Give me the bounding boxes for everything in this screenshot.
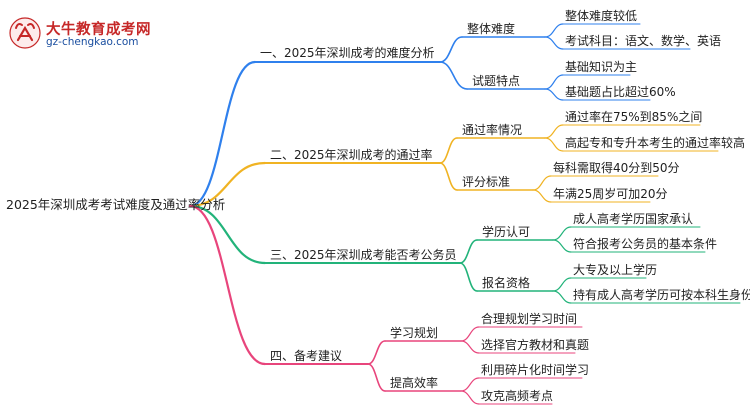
connector-branch-3-node-2-leaf-2: [552, 290, 572, 304]
connector-branch-3-node-1-leaf-2: [552, 239, 572, 253]
connector-branch-1-node-1-leaf-2: [544, 36, 564, 50]
root-node: 2025年深圳成考考试难度及通过率分析: [6, 197, 226, 212]
connector-branch-1-node-2: [439, 61, 468, 90]
branch-1-leaf-4: 基础题占比超过60%: [565, 85, 676, 99]
connector-branch-1-node-2-leaf-1: [544, 74, 564, 90]
branch-4-leaf-4: 攻克高频考点: [481, 389, 554, 403]
branch-3-node-1: 学历认可: [482, 225, 531, 239]
logo-title: 大牛教育成考网: [46, 22, 151, 38]
branch-4-leaf-2: 选择官方教材和真题: [481, 338, 590, 352]
connector-branch-1-node-1: [439, 36, 463, 63]
connector-branch-2-node-1: [439, 137, 458, 164]
branch-4-node-1: 学习规划: [390, 326, 439, 340]
connector-branch-3-node-2: [459, 262, 478, 292]
connector-branch-1-node-1-leaf-1: [544, 23, 564, 38]
branch-3-leaf-1: 成人高考学历国家承认: [573, 212, 694, 226]
branch-1-leaf-1: 整体难度较低: [565, 9, 638, 23]
connector-branch-4-node-1-leaf-1: [460, 326, 480, 342]
logo-url: gz-chengkao.com: [46, 36, 139, 48]
branch-4-leaf-3: 利用碎片化时间学习: [481, 363, 590, 377]
branch-2-leaf-2: 高起专和专升本考生的通过率较高: [565, 136, 746, 150]
bull-logo-icon: [9, 17, 41, 49]
branch-3-title: 三、2025年深圳成考能否考公务员: [270, 248, 457, 262]
connector-root-branch-4: [188, 204, 267, 366]
branch-2-node-1: 通过率情况: [462, 123, 523, 137]
connector-branch-3-node-1: [459, 239, 478, 264]
connector-root-branch-2: [188, 161, 267, 208]
branch-4-node-2: 提高效率: [390, 376, 439, 390]
branch-1-leaf-2: 考试科目：语文、数学、英语: [565, 34, 722, 48]
site-logo[interactable]: 大牛教育成考网 gz-chengkao.com: [8, 14, 178, 54]
connector-branch-3-node-2-leaf-1: [552, 277, 572, 292]
branch-2-node-2: 评分标准: [462, 175, 511, 189]
connector-branch-2-node-2: [439, 162, 458, 191]
branch-3-leaf-2: 符合报考公务员的基本条件: [573, 237, 718, 251]
branch-3-leaf-4: 持有成人高考学历可按本科生身份报名: [573, 288, 750, 302]
connector-branch-4-node-2-leaf-2: [460, 390, 480, 405]
branch-2-title: 二、2025年深圳成考的通过率: [270, 148, 433, 162]
connector-branch-3-node-1-leaf-1: [552, 226, 572, 241]
branch-1-node-2: 试题特点: [472, 74, 521, 88]
branch-2-leaf-1: 通过率在75%到85%之间: [565, 110, 703, 124]
connector-root-branch-1: [188, 60, 257, 208]
connector-branch-4-node-2: [367, 363, 386, 392]
branch-3-leaf-3: 大专及以上学历: [573, 263, 658, 277]
connector-branch-2-node-2-leaf-2: [532, 189, 552, 203]
branch-2-leaf-4: 年满25周岁可加20分: [553, 187, 668, 201]
branch-3-node-2: 报名资格: [482, 276, 531, 290]
branch-4-title: 四、备考建议: [270, 349, 343, 363]
branch-4-leaf-1: 合理规划学习时间: [481, 312, 578, 326]
connector-branch-2-node-2-leaf-1: [532, 175, 552, 191]
connector-branch-2-node-1-leaf-2: [544, 137, 564, 152]
connector-branch-4-node-1: [367, 340, 386, 365]
branch-1-leaf-3: 基础知识为主: [565, 60, 638, 74]
connector-branch-4-node-2-leaf-1: [460, 377, 480, 392]
branch-1-node-1: 整体难度: [467, 22, 516, 36]
connector-branch-2-node-1-leaf-1: [544, 124, 564, 139]
branch-2-leaf-3: 每科需取得40分到50分: [553, 161, 680, 175]
branch-1-title: 一、2025年深圳成考的难度分析: [260, 46, 435, 60]
connector-root-branch-3: [188, 204, 267, 265]
connector-branch-1-node-2-leaf-2: [544, 88, 564, 101]
connector-branch-4-node-1-leaf-2: [460, 340, 480, 354]
